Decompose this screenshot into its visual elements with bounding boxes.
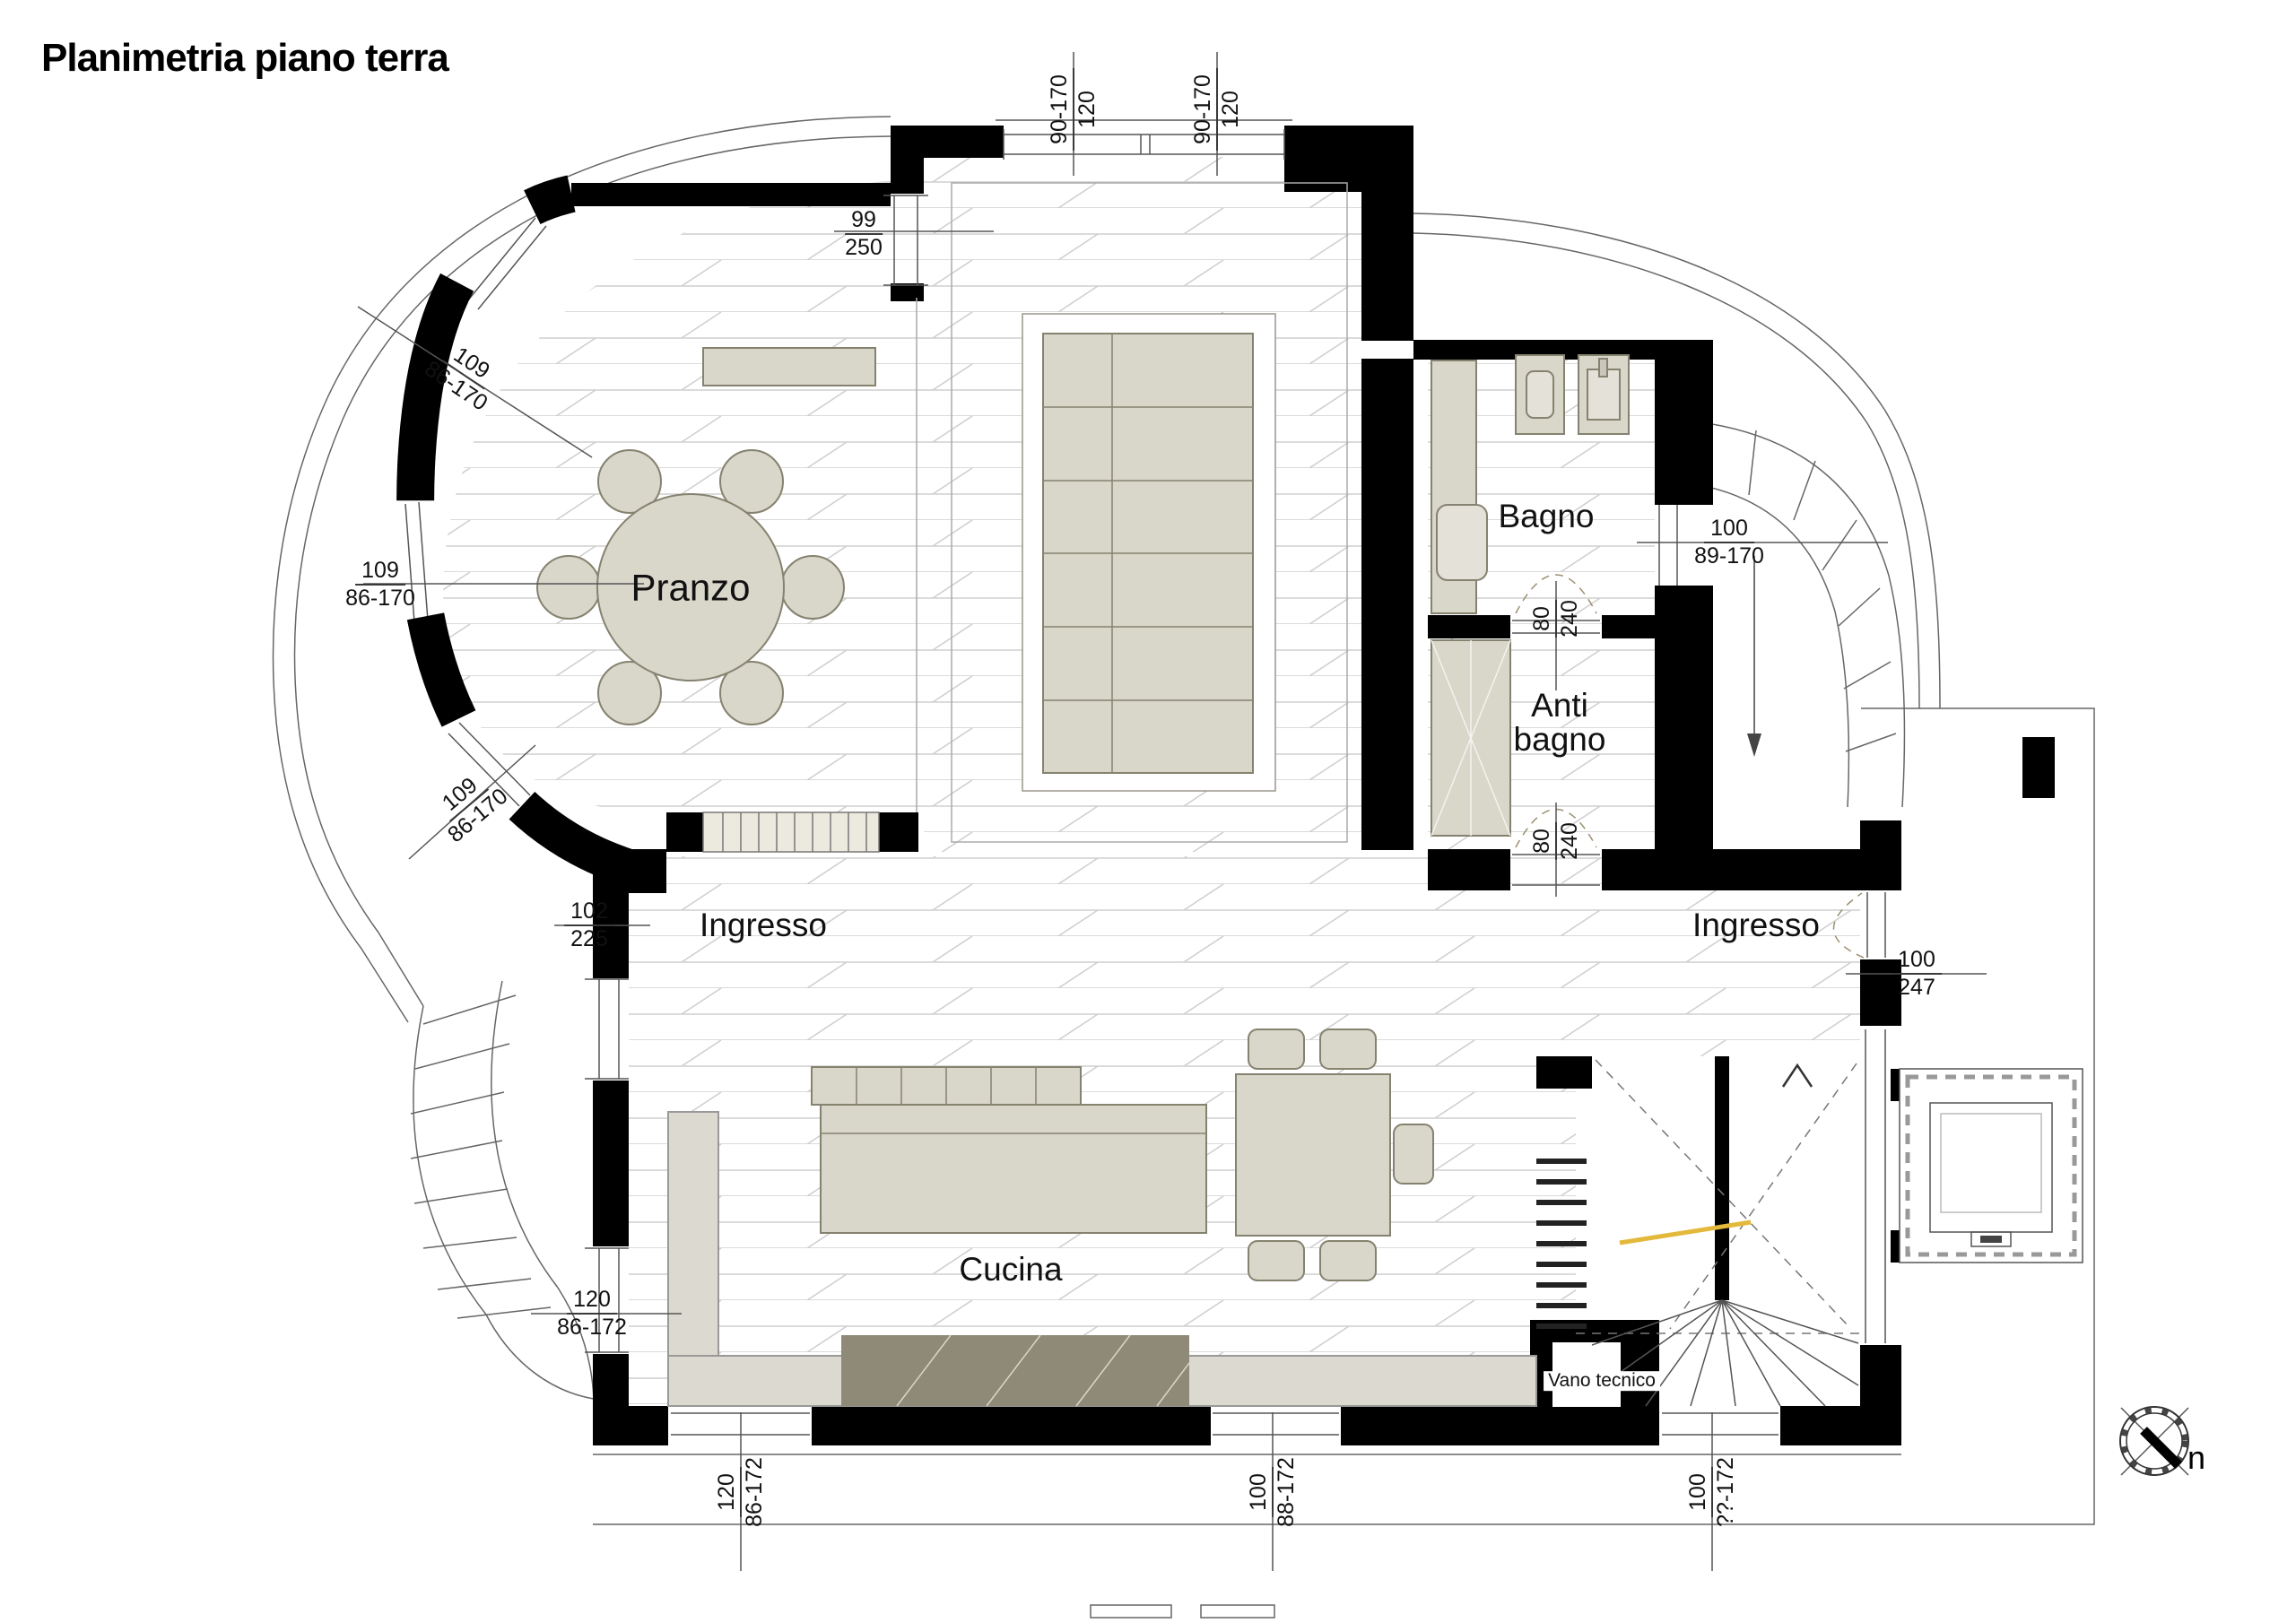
compass (2119, 1406, 2189, 1476)
bathroom-fixtures (1431, 354, 1630, 837)
dim-antibagno-door-top: 80 240 (1529, 600, 1582, 638)
dining-table (596, 493, 785, 681)
stair-winders (1591, 1299, 1859, 1407)
compass-needle (2140, 1427, 2182, 1469)
sofa (1022, 313, 1276, 792)
dim-cucina-window-left: 120 86-172 (557, 1287, 627, 1340)
dim-entrance-door: 100 247 (1892, 948, 1942, 1000)
antibagno-wardrobe (1431, 639, 1511, 837)
dining-table-set (536, 449, 845, 725)
room-label-antibagno: Anti bagno (1513, 686, 1606, 758)
exterior-stair-right (1694, 421, 1906, 808)
exterior-envelope (272, 116, 2095, 1619)
room-label-pranzo: Pranzo (631, 566, 751, 609)
dim-top-window-left: 90-170 120 (1047, 68, 1100, 151)
dim-stair-door-bottom: 100 ??-172 (1685, 1457, 1738, 1527)
toilet (1515, 354, 1565, 435)
kitchen-rug (841, 1334, 1190, 1407)
dim-ingresso-window: 102 225 (564, 899, 614, 951)
sink (1578, 354, 1630, 435)
walls (593, 126, 2055, 1445)
dining-chairs (536, 449, 845, 725)
interior-stair (1536, 1059, 1860, 1407)
dim-bagno-door: 100 89-170 (1694, 516, 1764, 568)
room-label-ingresso-left: Ingresso (700, 906, 827, 943)
kitchen-table (1235, 1028, 1434, 1281)
page-title: Planimetria piano terra (41, 36, 449, 80)
room-label-cucina: Cucina (959, 1250, 1063, 1288)
stair-guides (1576, 1059, 1860, 1334)
dim-living-opening: 99 250 (845, 207, 883, 260)
room-label-bagno: Bagno (1498, 497, 1595, 534)
north-label: n (2187, 1439, 2206, 1476)
dim-antibagno-door-bottom: 80 240 (1529, 822, 1582, 860)
kitchen-island (811, 1066, 1207, 1234)
living-room-outline (916, 182, 1348, 843)
elevator (1899, 1068, 2083, 1263)
dim-cucina-window-bottom-right: 100 88-172 (1246, 1457, 1299, 1527)
shower-tray (1436, 504, 1488, 581)
kitchen-furniture (667, 1028, 1537, 1407)
room-label-ingresso-right: Ingresso (1692, 906, 1820, 943)
room-label-vano-tecnico: Vano tecnico (1544, 1371, 1660, 1391)
sideboard (702, 347, 876, 386)
bay-wall (396, 175, 891, 886)
section-line (1619, 1219, 1752, 1245)
stair-straight-treads (1536, 1159, 1587, 1329)
radiator-strip (666, 812, 918, 853)
stair-direction-arrow (1781, 1063, 1813, 1088)
dim-top-window-right: 90-170 120 (1190, 68, 1243, 151)
dim-bay-window-middle: 109 86-170 (345, 558, 415, 611)
bay-windows-glazing (404, 217, 547, 807)
exterior-stair-left (410, 980, 595, 1400)
dim-cucina-window-bottom-left: 120 86-172 (714, 1457, 767, 1527)
